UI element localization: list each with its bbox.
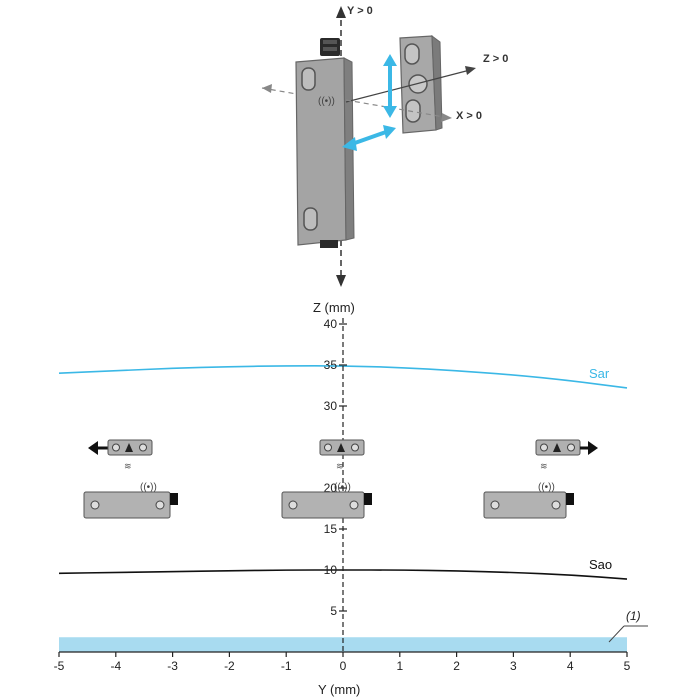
z-direction-label: Z > 0 (483, 53, 508, 65)
z-tick-label: 5 (330, 604, 337, 618)
y-tick-label: 2 (453, 659, 460, 673)
z-axis-3d-line (345, 69, 471, 103)
sao-curve (58, 569, 628, 580)
band-leader-line (608, 625, 625, 643)
gland-thread-1 (323, 40, 337, 44)
y-tick-label: -4 (110, 659, 121, 673)
wave-icon-right: ≋ (540, 461, 548, 471)
approach-movement-arrow (351, 130, 387, 146)
wave-icon-center: ≋ (336, 461, 344, 471)
sensor-mini-hole-2 (155, 500, 165, 510)
gland-thread-2 (323, 47, 337, 51)
sensor-mini-hole-6 (551, 500, 561, 510)
sensor-mini-hole-4 (349, 500, 359, 510)
y-tick-label: -5 (54, 659, 65, 673)
x-negative-arrow-icon (262, 84, 272, 93)
z-axis-arrow-icon (465, 66, 476, 75)
mini-hole-3 (324, 443, 332, 452)
sensor-body-side (343, 57, 355, 241)
mini-target-1 (125, 443, 133, 452)
x-axis-arrow-icon (441, 113, 452, 122)
sensor-position-right: ≋ ((•)) (483, 439, 598, 519)
signal-icon-right: ((•)) (538, 482, 555, 493)
y-tick-label: 1 (396, 659, 403, 673)
sensor-mini-connector-right (566, 493, 574, 505)
z-tick-label: 40 (324, 317, 338, 331)
signal-icon-left: ((•)) (140, 482, 157, 493)
y-axis-3d-arrow-up (336, 6, 346, 18)
vertical-arrow-down-icon (383, 106, 397, 118)
y-axis-title: Y (mm) (318, 682, 360, 697)
sensor-position-left: ≋ ((•)) (83, 439, 178, 519)
sensor-mini-connector-center (364, 493, 372, 505)
sensor-position-center: ≋ ((•)) (281, 439, 372, 519)
z-axis-title: Z (mm) (313, 300, 355, 315)
tolerance-band (59, 637, 627, 652)
y-tick-label: -1 (281, 659, 292, 673)
actuator-hole-top (404, 43, 420, 65)
mount-hole-top (301, 67, 316, 91)
mini-hole-5 (540, 443, 548, 452)
y-axis-ticks: -5 -4 -3 -2 -1 0 1 2 3 4 5 (54, 652, 631, 673)
z-tick-label: 15 (324, 522, 338, 536)
sensor-mini-connector-left (170, 493, 178, 505)
mini-target-3 (553, 443, 561, 452)
y-tick-label: 4 (567, 659, 574, 673)
sensor-mini-hole-1 (90, 500, 100, 510)
y-tick-label: 5 (624, 659, 631, 673)
sensor-mini-hole-3 (288, 500, 298, 510)
mini-hole-4 (351, 443, 359, 452)
z-tick-label: 35 (324, 358, 338, 372)
approach-arrow-left-icon (342, 137, 357, 151)
y-tick-label: 3 (510, 659, 517, 673)
band-label: (1) (626, 609, 641, 623)
left-direction-arrow-icon (88, 441, 98, 455)
sar-curve (58, 365, 628, 389)
connector-bottom (320, 240, 338, 248)
y-axis-3d-arrow-down (336, 275, 346, 287)
y-tick-label: -2 (224, 659, 235, 673)
mini-target-2 (337, 443, 345, 452)
sensor-3d-illustration: Y > 0 ((•)) Z > 0 X > 0 (261, 5, 508, 287)
y-tick-label: -3 (167, 659, 178, 673)
mini-hole-1 (112, 443, 120, 452)
signal-icon-center: ((•)) (334, 482, 351, 493)
actuator-side (431, 34, 443, 131)
mount-hole-bottom (303, 207, 318, 231)
z-tick-label: 10 (324, 563, 338, 577)
rfid-symbol-icon: ((•)) (318, 96, 335, 107)
mini-hole-2 (139, 443, 147, 452)
sar-curve-label: Sar (589, 366, 610, 381)
z-tick-label: 30 (324, 399, 338, 413)
y-direction-label: Y > 0 (347, 5, 373, 17)
sensor-mini-hole-5 (490, 500, 500, 510)
approach-arrow-right-icon (383, 125, 396, 139)
sao-curve-label: Sao (589, 557, 612, 572)
wave-icon-left: ≋ (124, 461, 132, 471)
right-direction-arrow-icon (588, 441, 598, 455)
vertical-arrow-up-icon (383, 54, 397, 66)
y-tick-label: 0 (340, 659, 347, 673)
x-direction-label: X > 0 (456, 110, 482, 122)
mini-hole-6 (567, 443, 575, 452)
